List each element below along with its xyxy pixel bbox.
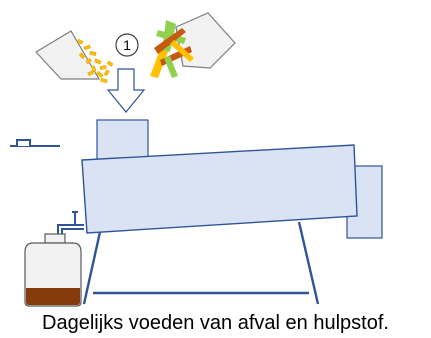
- digestate-fill: [26, 288, 80, 305]
- digester-tank: [81, 144, 358, 234]
- level-marker: [10, 139, 60, 147]
- feed-hopper: [96, 119, 149, 164]
- pellets-waste: [76, 38, 114, 84]
- diagram-caption: Dagelijks voeden van afval en hulpstof.: [42, 312, 389, 334]
- additive-container-right: [150, 12, 236, 78]
- step-number: 1: [123, 37, 131, 53]
- straw-additive: [150, 20, 194, 78]
- collection-bottle: [24, 233, 82, 307]
- tank-support-frame: [82, 221, 320, 305]
- step-marker: 1: [115, 33, 139, 57]
- pellet-container-left: [35, 30, 114, 84]
- feed-arrow: [106, 68, 146, 113]
